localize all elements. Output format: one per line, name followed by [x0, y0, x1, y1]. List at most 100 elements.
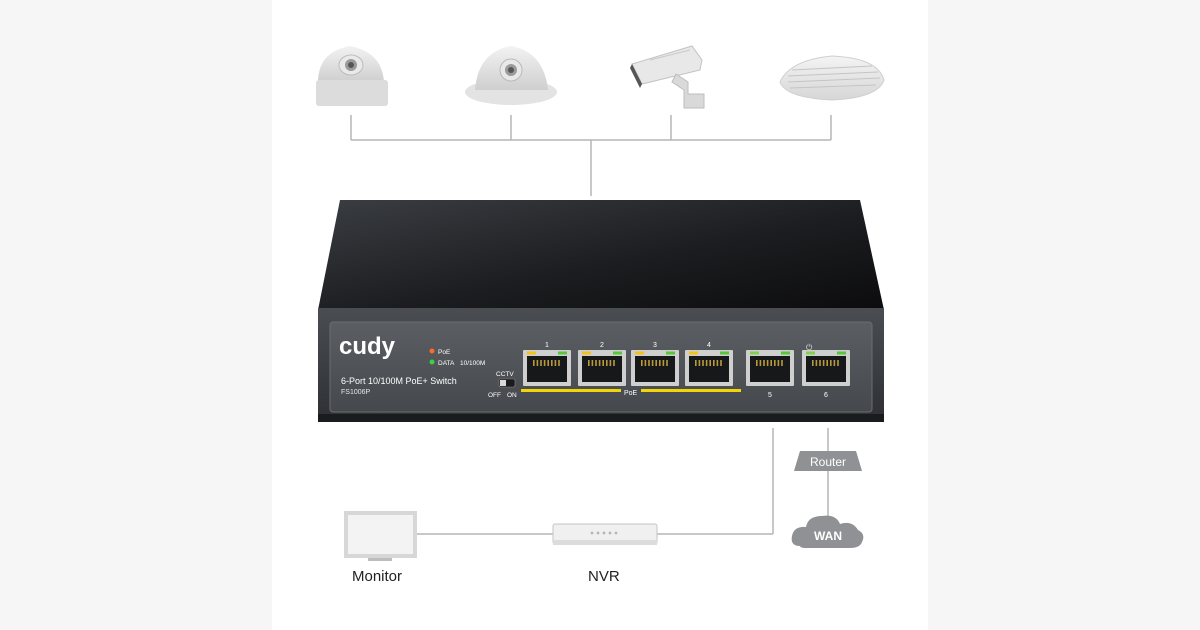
- port-pin: [595, 360, 597, 366]
- poe-bar-label: PoE: [624, 390, 638, 397]
- port-pin: [763, 360, 765, 366]
- port-pin: [547, 360, 549, 366]
- port-pin: [770, 360, 772, 366]
- power-icon: ⏻: [806, 343, 813, 352]
- port-pin: [759, 360, 762, 366]
- port-number-label: 3: [653, 342, 657, 349]
- poe-indicator-label: PoE: [438, 349, 451, 356]
- poe-led-icon: [429, 348, 435, 354]
- left-background-strip: [0, 0, 272, 630]
- poe-bar-right: [641, 389, 741, 392]
- port-pin: [648, 360, 650, 366]
- port-pin: [830, 360, 832, 366]
- port-led-left: [689, 351, 698, 355]
- port-pin: [606, 360, 608, 366]
- port-pin: [716, 360, 719, 366]
- port-pin: [819, 360, 821, 366]
- port-led-right: [781, 351, 790, 355]
- nvr-label: NVR: [588, 568, 620, 585]
- nvr-icon: [552, 523, 658, 545]
- dome-camera-icon: [316, 46, 388, 106]
- ethernet-port-6[interactable]: 6: [802, 350, 850, 399]
- port-pin: [659, 360, 661, 366]
- wan-label: WAN: [814, 529, 842, 543]
- port-number-label: 1: [545, 342, 549, 349]
- port-pin: [536, 360, 539, 366]
- wan-cloud-icon: WAN: [791, 515, 864, 548]
- port-pin: [713, 360, 715, 366]
- port-pin: [588, 360, 590, 366]
- monitor-icon: [344, 511, 417, 561]
- port-pin: [651, 360, 654, 366]
- port-led-left: [750, 351, 759, 355]
- ethernet-port-1[interactable]: 1: [523, 342, 571, 386]
- port-pin: [705, 360, 708, 366]
- ethernet-port-5[interactable]: 5: [746, 350, 794, 399]
- port-pin: [641, 360, 643, 366]
- port-pin: [540, 360, 542, 366]
- right-background-strip: [928, 0, 1200, 630]
- monitor-label: Monitor: [352, 568, 403, 585]
- cctv-toggle-switch[interactable]: [498, 378, 516, 388]
- port-pin: [837, 360, 839, 366]
- cctv-on-label: ON: [507, 392, 517, 399]
- port-led-right: [558, 351, 567, 355]
- port-socket: [750, 356, 790, 382]
- data-led-icon: [429, 359, 435, 365]
- port-led-right: [720, 351, 729, 355]
- port-led-right: [666, 351, 675, 355]
- ethernet-port-3[interactable]: 3: [631, 342, 679, 386]
- cctv-label: CCTV: [496, 371, 514, 378]
- bullet-camera-icon: [630, 45, 705, 109]
- dome-camera-icon: [465, 46, 557, 105]
- brand-logo: cudy: [339, 333, 396, 360]
- port-socket: [582, 356, 622, 382]
- port-socket: [527, 356, 567, 382]
- port-number-label: 6: [824, 392, 828, 399]
- port-led-left: [527, 351, 536, 355]
- poe-switch: cudy 6-Port 10/100M PoE+ Switch FS1006P …: [318, 200, 884, 422]
- port-pin: [602, 360, 604, 366]
- port-pin: [533, 360, 535, 366]
- data-indicator-label: DATA: [438, 360, 455, 367]
- port-pin: [756, 360, 758, 366]
- port-pin: [766, 360, 769, 366]
- product-model: FS1006P: [341, 389, 371, 396]
- port-pin: [781, 360, 783, 366]
- port-pin: [551, 360, 553, 366]
- ethernet-ports: 1 2 3 4 5 6: [523, 342, 850, 399]
- cctv-off-label: OFF: [488, 392, 501, 399]
- port-pin: [777, 360, 780, 366]
- port-pin: [613, 360, 615, 366]
- poe-bar-left: [521, 389, 621, 392]
- ethernet-port-2[interactable]: 2: [578, 342, 626, 386]
- port-pin: [833, 360, 836, 366]
- access-point-icon: [779, 55, 885, 101]
- port-pin: [695, 360, 697, 366]
- port-number-label: 5: [768, 392, 772, 399]
- port-pin: [720, 360, 722, 366]
- port-pin: [826, 360, 828, 366]
- top-bus-lines: [350, 115, 832, 196]
- port-pin: [655, 360, 657, 366]
- port-socket: [806, 356, 846, 382]
- port-led-left: [635, 351, 644, 355]
- port-led-right: [837, 351, 846, 355]
- port-pin: [709, 360, 711, 366]
- port-pin: [666, 360, 668, 366]
- ethernet-port-4[interactable]: 4: [685, 342, 733, 386]
- switch-top-surface: [318, 200, 884, 310]
- speed-indicator-label: 10/100M: [460, 360, 485, 367]
- port-socket: [635, 356, 675, 382]
- router-icon: Router: [794, 451, 862, 471]
- router-label: Router: [810, 455, 846, 469]
- port-pin: [822, 360, 825, 366]
- port-socket: [689, 356, 729, 382]
- port-pin: [702, 360, 704, 366]
- port-pin: [698, 360, 701, 366]
- port-pin: [554, 360, 557, 366]
- port-pin: [591, 360, 594, 366]
- port-led-left: [582, 351, 591, 355]
- port-number-label: 4: [707, 342, 711, 349]
- port-led-left: [806, 351, 815, 355]
